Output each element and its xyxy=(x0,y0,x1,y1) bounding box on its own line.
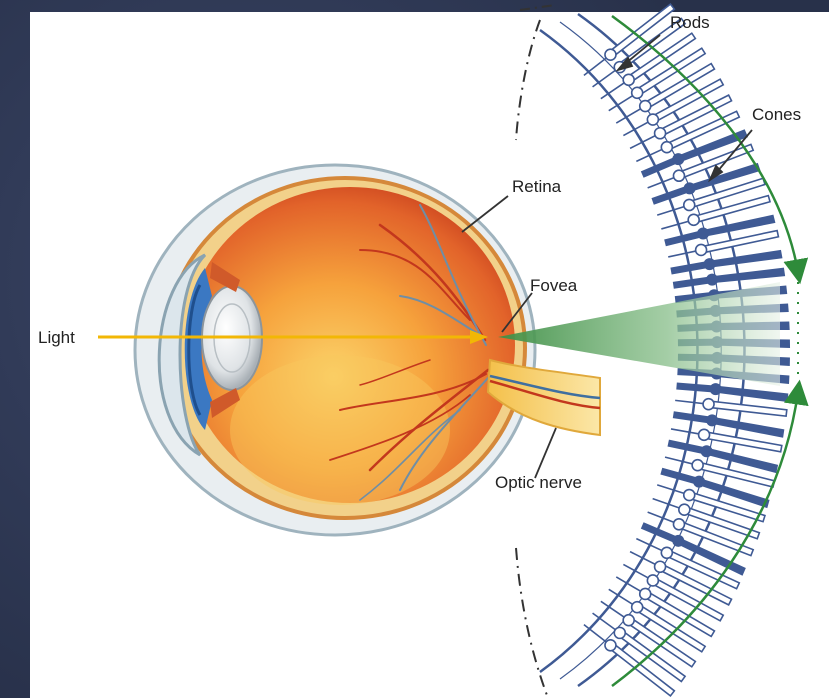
label-rods: Rods xyxy=(670,13,710,32)
rod-nucleus xyxy=(673,519,684,530)
cone-nucleus xyxy=(684,182,696,194)
rod-nucleus xyxy=(684,199,695,210)
cone-nucleus xyxy=(710,383,722,395)
label-cones: Cones xyxy=(752,105,801,124)
rod-nucleus xyxy=(684,490,695,501)
rod-nucleus xyxy=(692,460,703,471)
cone-nucleus xyxy=(693,476,705,488)
rod-nucleus xyxy=(614,627,625,638)
rod-nucleus xyxy=(696,244,707,255)
cone-nucleus xyxy=(701,445,713,457)
rod-nucleus xyxy=(655,561,666,572)
rod-nucleus xyxy=(661,547,672,558)
rod-nucleus xyxy=(623,74,634,85)
cone-nucleus xyxy=(706,274,718,286)
rod-nucleus xyxy=(655,128,666,139)
cone-cell xyxy=(676,383,788,402)
rod-nucleus xyxy=(679,504,690,515)
cone-nucleus xyxy=(706,414,718,426)
rod-nucleus xyxy=(632,87,643,98)
rod-nucleus xyxy=(688,214,699,225)
rod-nucleus xyxy=(673,170,684,181)
rod-cell xyxy=(708,401,787,416)
cone-nucleus xyxy=(672,153,684,165)
rod-nucleus xyxy=(661,142,672,153)
rod-nucleus xyxy=(647,575,658,586)
rod-nucleus xyxy=(699,429,710,440)
cone-nucleus xyxy=(704,258,716,270)
rod-nucleus xyxy=(703,399,714,410)
label-light: Light xyxy=(38,328,75,347)
cone-nucleus xyxy=(697,227,709,239)
rod-nucleus xyxy=(605,49,616,60)
rod-nucleus xyxy=(640,101,651,112)
cone-nucleus xyxy=(672,535,684,547)
label-optic-nerve: Optic nerve xyxy=(495,473,582,492)
label-retina: Retina xyxy=(512,177,562,196)
rod-nucleus xyxy=(647,114,658,125)
rod-nucleus xyxy=(632,602,643,613)
rod-nucleus xyxy=(640,588,651,599)
rod-nucleus xyxy=(623,615,634,626)
label-fovea: Fovea xyxy=(530,276,578,295)
rod-nucleus xyxy=(605,640,616,651)
